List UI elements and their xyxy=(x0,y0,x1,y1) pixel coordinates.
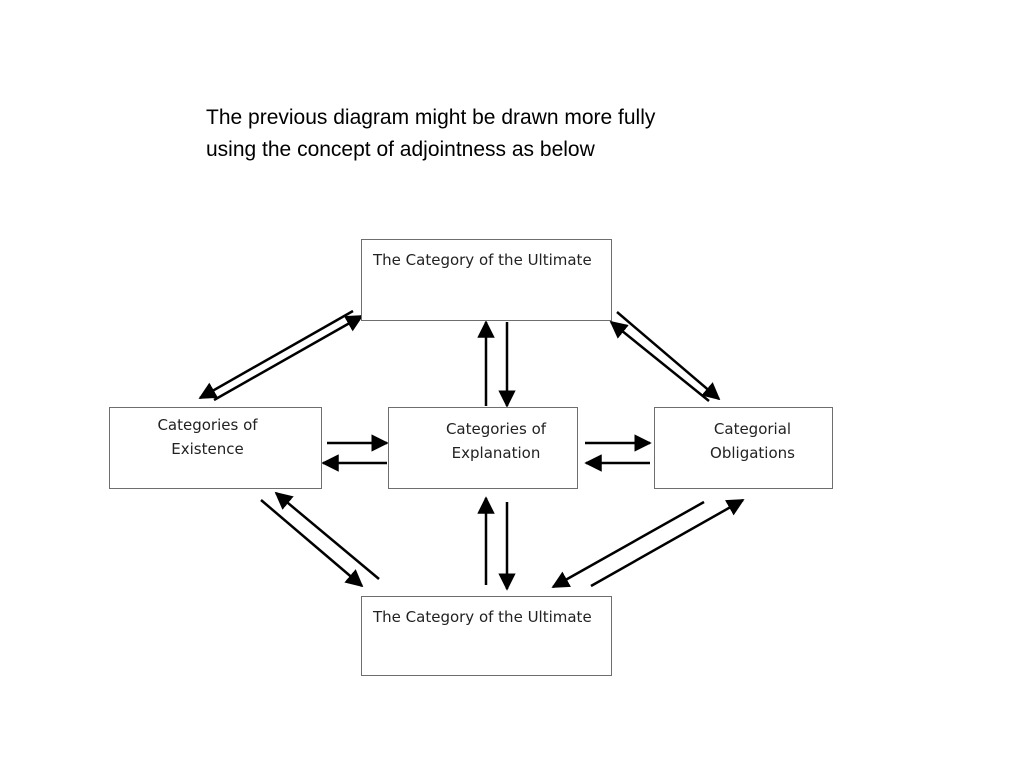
box-existence-line-2: Existence xyxy=(171,440,244,458)
box-existence: Categories of Existence xyxy=(109,407,322,489)
box-ultimate-top: The Category of the Ultimate xyxy=(361,239,612,321)
arrow-bottom-to-obligations xyxy=(590,498,745,588)
arrow-obligations-to-top xyxy=(609,320,710,402)
box-obligations-line-1: Categorial xyxy=(713,420,792,438)
box-ultimate-top-label: The Category of the Ultimate xyxy=(373,251,592,269)
intro-text: The previous diagram might be drawn more… xyxy=(206,102,806,166)
intro-line-2: using the concept of adjointness as belo… xyxy=(206,138,595,161)
box-ultimate-bottom: The Category of the Ultimate xyxy=(361,596,612,676)
box-explanation: Categories of Explanation xyxy=(388,407,578,489)
box-obligations: Categorial Obligations xyxy=(654,407,833,489)
arrow-existence-to-top xyxy=(213,314,364,402)
intro-line-1: The previous diagram might be drawn more… xyxy=(206,106,656,129)
arrow-top-to-existence xyxy=(198,309,354,400)
arrow-top-to-obligations xyxy=(616,311,721,401)
box-explanation-line-2: Explanation xyxy=(451,444,541,462)
box-existence-line-1: Categories of xyxy=(157,416,258,434)
box-explanation-line-1: Categories of xyxy=(445,420,547,438)
box-ultimate-bottom-label: The Category of the Ultimate xyxy=(373,608,592,626)
arrow-obligations-to-bottom xyxy=(551,500,705,589)
arrow-bottom-to-existence xyxy=(274,491,380,580)
arrow-existence-to-bottom xyxy=(260,499,364,588)
box-obligations-line-2: Obligations xyxy=(710,444,795,462)
